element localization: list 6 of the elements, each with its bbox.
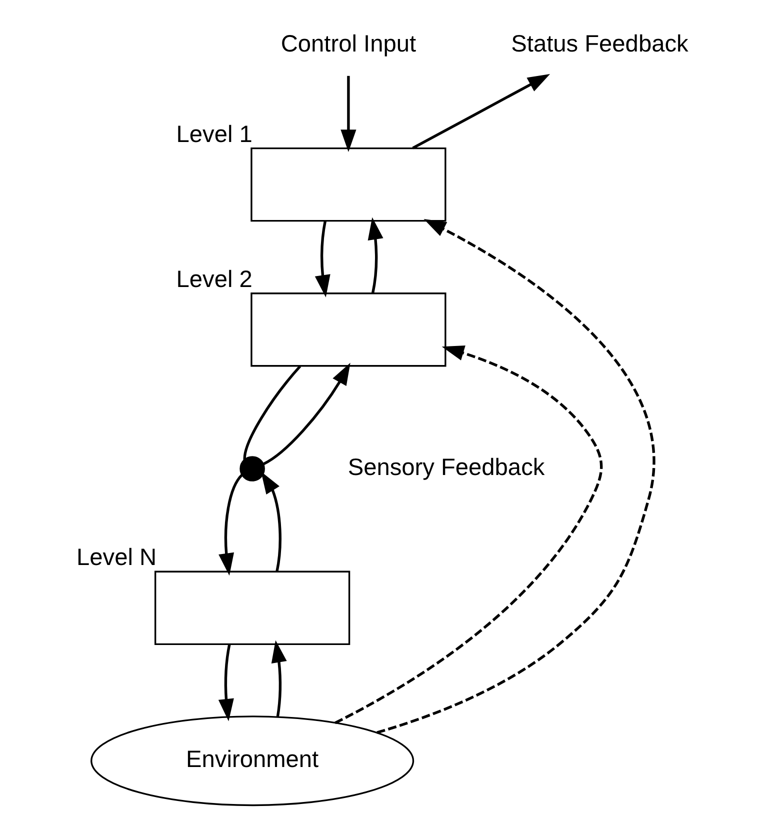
node-label: Level 1 [176, 122, 252, 148]
node-text: Status Feedback [510, 32, 688, 58]
label: Sensory Feedback [347, 454, 544, 481]
node-text: Control Input [280, 32, 416, 58]
node-label: Level 2 [176, 266, 252, 293]
node-label: Level N [76, 545, 156, 572]
